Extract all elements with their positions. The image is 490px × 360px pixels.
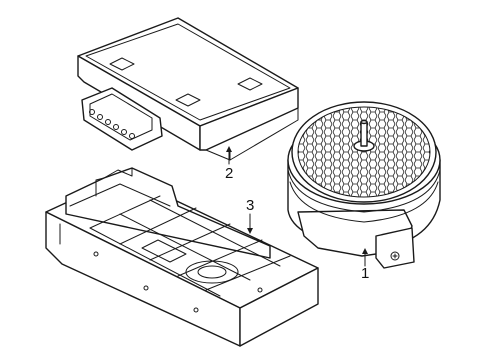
callout-1-label: 1 — [361, 265, 369, 282]
callout-leaders — [226, 146, 368, 267]
callout-2-label: 2 — [225, 165, 233, 182]
callout-3-label: 3 — [246, 197, 254, 214]
connector-pins — [89, 109, 135, 139]
speaker-unit — [287, 101, 441, 269]
mounting-bracket — [45, 167, 319, 347]
control-module — [77, 17, 299, 161]
